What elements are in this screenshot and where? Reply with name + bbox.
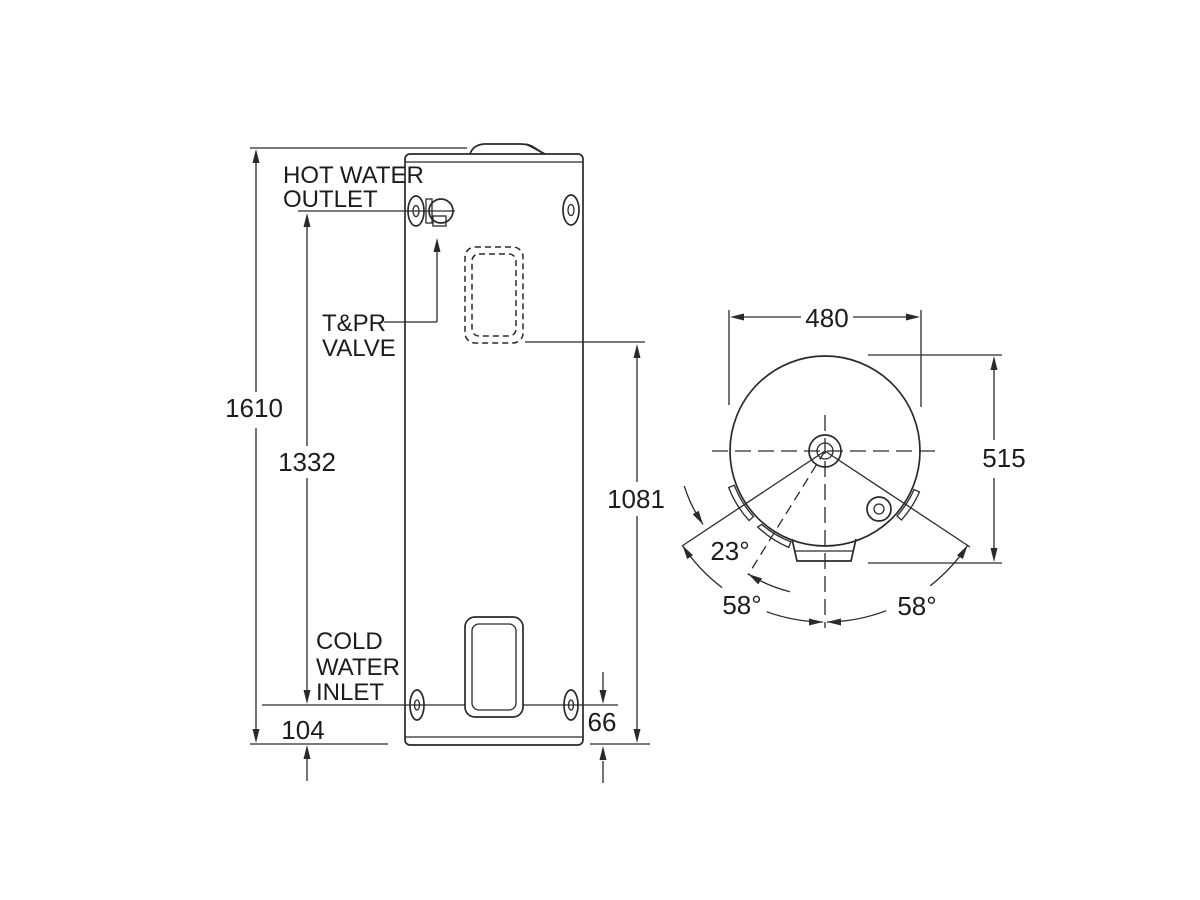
upper-panel-outer	[464, 246, 524, 344]
lower-panel-outer	[464, 616, 524, 718]
dim-23-value: 23°	[710, 536, 749, 566]
center-fitting	[808, 434, 842, 468]
dim-104-value: 104	[281, 715, 324, 745]
dim-58-left: 58°	[681, 545, 824, 626]
dim-515-value: 515	[982, 443, 1025, 473]
lower-panel-inner	[471, 623, 517, 711]
dim-1332: 1332	[278, 213, 336, 704]
dim-1332-arrow-up-icon	[303, 213, 311, 227]
tpr-valve-label-1: T&PR	[322, 310, 386, 337]
upper-access-panel	[464, 246, 645, 344]
dim-23-arrow-upper-icon	[692, 510, 703, 525]
bottom-right-stud-inner	[567, 699, 575, 711]
dim-66: 66	[588, 672, 650, 783]
tank-body	[404, 153, 584, 746]
left-radial-line	[681, 450, 826, 547]
dim-480-arrow-left-icon	[730, 313, 744, 321]
dim-104-arrow-up-icon	[303, 745, 311, 759]
dim-480-value: 480	[805, 303, 848, 333]
right-radial-line	[824, 450, 971, 548]
dim-1610: 1610	[225, 147, 467, 743]
front-view: HOT WATER OUTLET T&PR VALVE COLD WATER I…	[225, 143, 665, 783]
cover-plate-outline	[791, 538, 857, 562]
valve-stud-outer	[407, 195, 425, 227]
hot-water-outlet-label-1: HOT WATER	[283, 162, 424, 189]
dim-58-right-arrow-outer-icon	[957, 545, 968, 559]
radial-lines	[681, 450, 971, 548]
dim-1081-arrow-up-icon	[633, 344, 641, 358]
dim-58-left-value: 58°	[722, 590, 761, 620]
dim-1332-value: 1332	[278, 447, 336, 477]
center-boss-inner	[816, 442, 834, 460]
side-fitting	[866, 496, 892, 522]
tpr-arrow-icon	[433, 238, 441, 252]
left-inner-tab	[756, 523, 792, 549]
side-fitting-inner	[873, 503, 885, 515]
tank-top-cap-seam	[525, 143, 546, 155]
dim-23: 23°	[683, 485, 791, 593]
tpr-valve-label-2: VALVE	[322, 335, 396, 362]
cold-water-inlet-label-1: COLD	[316, 628, 383, 655]
dim-58-left-arrow-inner-icon	[809, 618, 823, 626]
tank-outline	[404, 143, 584, 746]
dim-515: 515	[868, 354, 1026, 564]
tpr-position-dashed-line	[747, 450, 826, 576]
dim-58-right-arrow-inner-icon	[827, 618, 841, 626]
valve-flange	[425, 198, 433, 224]
dim-480-extensions	[728, 310, 922, 407]
side-fitting-outer	[866, 496, 892, 522]
dim-1610-value: 1610	[225, 393, 283, 423]
valve-body	[428, 198, 454, 224]
dim-1332-arrow-down-icon	[303, 690, 311, 704]
dim-480-arrow-right-icon	[906, 313, 920, 321]
dim-1081: 1081	[607, 344, 665, 743]
cold-water-inlet-label-3: INLET	[316, 679, 384, 706]
valve-spout	[432, 215, 447, 227]
dim-58-right-value: 58°	[897, 591, 936, 621]
tpr-leader	[384, 238, 441, 323]
lower-access-panel	[464, 616, 524, 718]
upper-panel-inner	[471, 253, 517, 337]
dim-66-arrow-down-icon	[599, 690, 607, 704]
top-view: 480 515 58° 58°	[681, 303, 1026, 628]
dim-515-arrow-up-icon	[990, 356, 998, 370]
hot-water-valve	[298, 195, 455, 227]
front-labels: HOT WATER OUTLET T&PR VALVE COLD WATER I…	[283, 162, 424, 706]
dim-104: 104	[250, 715, 388, 781]
top-right-stud	[562, 194, 580, 226]
valve-stud-inner	[412, 204, 420, 218]
bottom-left-stud	[409, 689, 425, 721]
tank-top-cap	[469, 143, 545, 155]
dim-23-arrow-lower-icon	[748, 574, 762, 585]
cold-water-inlet-label-2: WATER	[316, 654, 400, 681]
left-outer-tab	[727, 484, 755, 522]
dim-515-extensions	[868, 354, 1002, 564]
dim-58-left-arrow-outer-icon	[682, 545, 693, 559]
dim-1081-value: 1081	[607, 484, 665, 514]
hot-water-outlet-label-2: OUTLET	[283, 186, 378, 213]
right-tab	[896, 488, 921, 521]
dim-58-right: 58°	[826, 545, 969, 626]
dim-1081-arrow-down-icon	[633, 729, 641, 743]
rim-tabs	[727, 484, 921, 549]
inlet-cover-plate	[791, 538, 857, 562]
cold-inlet-studs	[262, 689, 618, 721]
center-boss-outer	[808, 434, 842, 468]
stud-inner	[567, 203, 575, 217]
dim-1610-arrow-down-icon	[252, 729, 260, 743]
dim-66-arrow-up-icon	[599, 746, 607, 760]
bottom-left-stud-inner	[413, 699, 421, 711]
tpr-leader-line	[384, 252, 438, 323]
centerlines	[712, 415, 937, 628]
dim-480: 480	[728, 303, 922, 407]
dim-66-value: 66	[588, 707, 617, 737]
dim-515-arrow-down-icon	[990, 548, 998, 562]
dim-1610-arrow-up-icon	[252, 149, 260, 163]
stud-outer	[562, 194, 580, 226]
bottom-right-stud	[563, 689, 579, 721]
